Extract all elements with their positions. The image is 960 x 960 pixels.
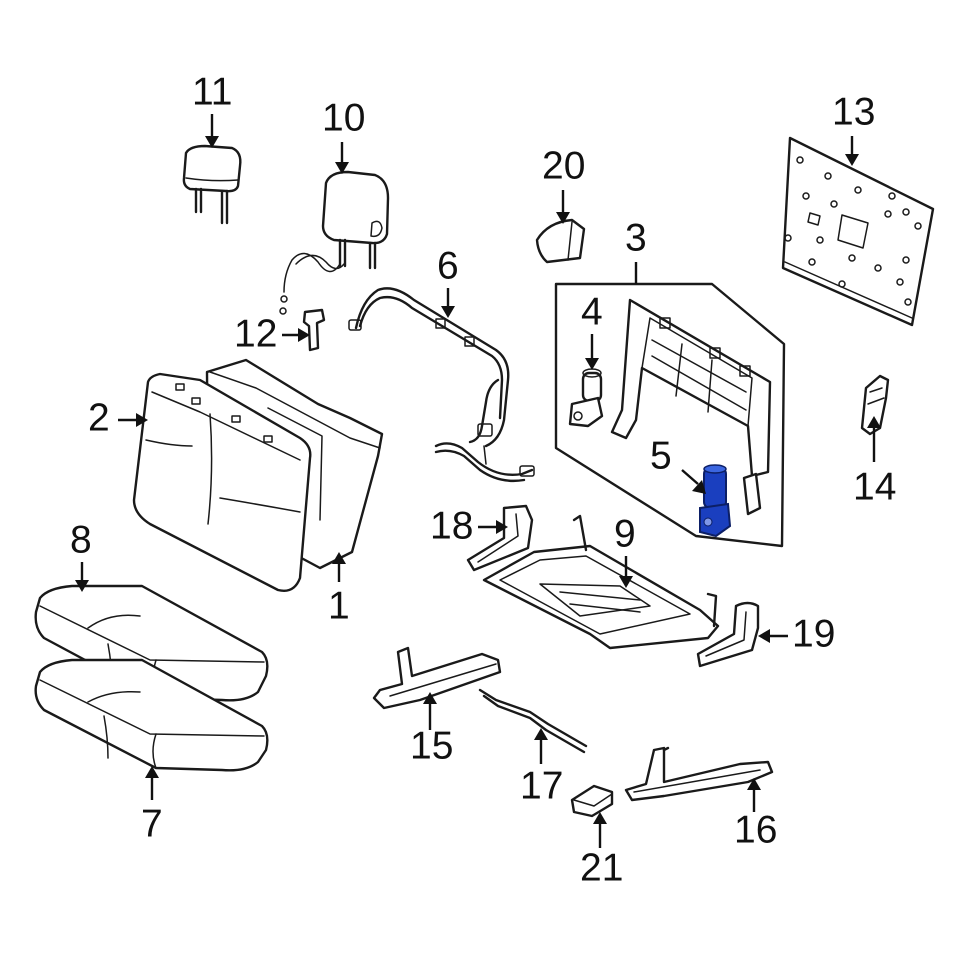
callout-21: 21 — [580, 846, 623, 889]
callout-15: 15 — [410, 724, 453, 767]
part-4-lock-actuator[interactable] — [568, 368, 604, 428]
callout-10: 10 — [322, 96, 365, 139]
part-11-headrest-small[interactable] — [182, 144, 242, 225]
callout-9: 9 — [614, 512, 636, 555]
part-13-back-board[interactable] — [781, 136, 935, 327]
callout-18: 18 — [430, 504, 473, 547]
callout-20: 20 — [542, 144, 585, 187]
callout-7: 7 — [141, 802, 163, 845]
part-16-seat-track[interactable] — [624, 746, 774, 802]
part-20-cover[interactable] — [535, 218, 586, 264]
leader-lines — [75, 114, 881, 848]
callout-3: 3 — [625, 216, 647, 259]
part-15-seat-track[interactable] — [372, 646, 502, 710]
part-9-seat-base[interactable] — [482, 514, 720, 650]
part-17-link-rod[interactable] — [478, 688, 588, 754]
callout-5: 5 — [650, 434, 672, 477]
part-3-seatback-frame-group[interactable] — [554, 282, 786, 548]
callout-2: 2 — [88, 396, 110, 439]
callout-6: 6 — [437, 244, 459, 287]
callout-labels: 11 10 12 20 13 14 6 3 4 5 2 1 8 7 18 9 1… — [70, 70, 896, 889]
callout-1: 1 — [328, 584, 350, 627]
part-14-bracket[interactable] — [860, 374, 890, 436]
callout-19: 19 — [792, 612, 835, 655]
callout-8: 8 — [70, 518, 92, 561]
part-1-seatback-front[interactable] — [132, 372, 312, 592]
part-19-side-trim[interactable] — [696, 601, 760, 668]
callout-13: 13 — [832, 90, 875, 133]
part-18-side-trim[interactable] — [466, 504, 534, 572]
callout-12: 12 — [234, 312, 277, 355]
part-12-clip[interactable] — [302, 308, 326, 352]
callout-16: 16 — [734, 808, 777, 851]
part-6-frame-harness[interactable] — [348, 287, 535, 483]
callout-4: 4 — [581, 290, 603, 333]
callout-17: 17 — [520, 764, 563, 807]
part-5-motor-highlighted[interactable] — [699, 464, 732, 538]
part-7-seat-cushion-lower[interactable] — [34, 658, 269, 772]
part-21-stop-block[interactable] — [570, 784, 614, 818]
callout-14: 14 — [853, 465, 896, 508]
part-10-headrest-large[interactable] — [279, 170, 390, 315]
callout-11: 11 — [192, 70, 233, 113]
